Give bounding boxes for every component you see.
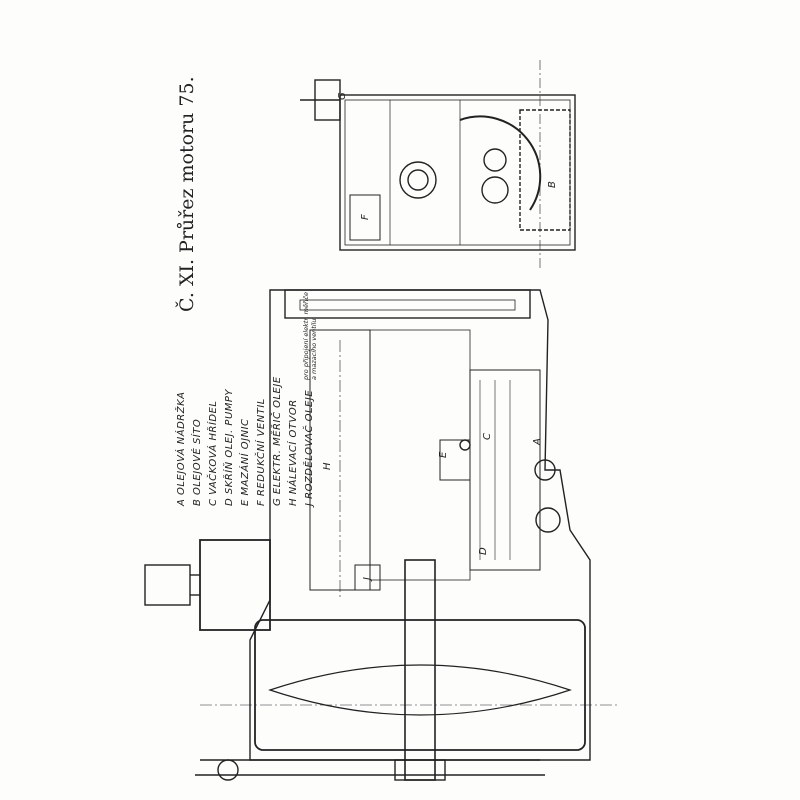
legend-item: H NÁLEVACÍ OTVOR <box>288 399 299 506</box>
label-B: B <box>547 181 558 188</box>
legend-note-line: pro připojení elektr. měřiče <box>302 291 310 380</box>
legend-item: B OLEJOVÉ SÍTO <box>192 418 203 506</box>
legend-note-line: a mazacího ventilu <box>310 318 318 380</box>
legend-item: D SKŘÍŇ OLEJ. PUMPY <box>224 388 235 506</box>
label-G: G <box>337 92 348 100</box>
upper-section-view <box>300 60 576 270</box>
legend-item: G ELEKTR. MĚŘIČ OLEJE <box>272 376 283 506</box>
legend-item: E MAZÁNÍ OJNIC <box>240 418 251 507</box>
legend-item: J ROZDĚLOVAČ OLEJE <box>304 389 315 506</box>
page-title: Č. XI. Průřez motoru 75. <box>176 76 198 312</box>
label-E: E <box>438 451 449 458</box>
label-D: D <box>478 547 489 555</box>
main-engine-section <box>144 289 620 781</box>
label-H: H <box>322 462 333 470</box>
label-F: F <box>360 214 371 220</box>
legend-item: A OLEJOVÁ NÁDRŽKA <box>176 391 187 506</box>
label-A: A <box>532 438 543 446</box>
legend-item: C VAČKOVÁ HŘÍDEL <box>208 400 219 507</box>
legend-note: pro připojení elektr. měřiče a mazacího … <box>302 292 318 380</box>
label-J: J <box>362 577 373 582</box>
label-C: C <box>482 433 493 440</box>
legend-item: F REDUKČNÍ VENTIL <box>256 398 267 506</box>
